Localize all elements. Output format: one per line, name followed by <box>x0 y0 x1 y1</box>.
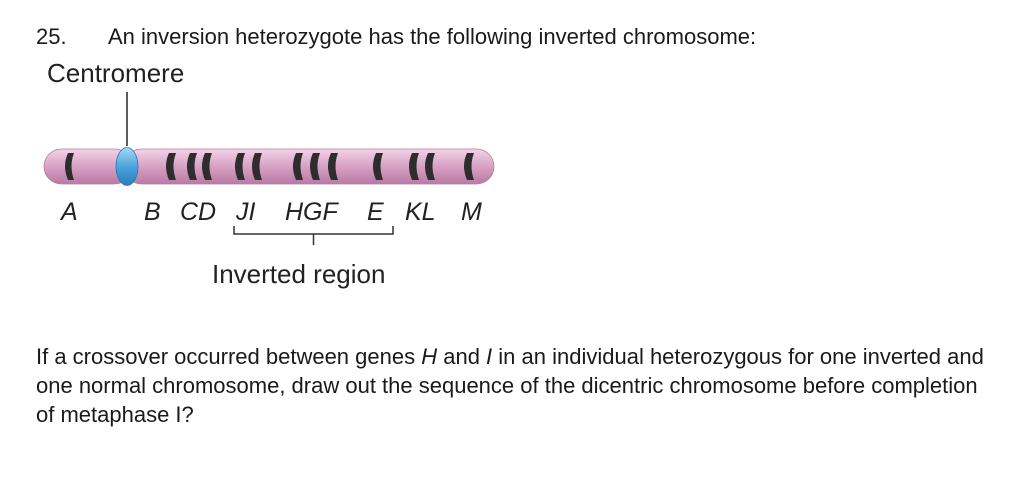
band <box>202 153 212 180</box>
band <box>409 153 419 180</box>
band <box>328 153 338 180</box>
gene-label-cd: CD <box>180 198 217 226</box>
band <box>293 153 303 180</box>
centromere-label: Centromere <box>47 58 185 88</box>
band <box>373 153 383 180</box>
gene-label-ji: JI <box>236 198 256 226</box>
chromosome-bands <box>65 153 474 180</box>
centromere <box>115 147 139 186</box>
followup-text-2: and <box>437 344 487 369</box>
chromosome-long-arm <box>123 148 495 185</box>
band <box>425 153 435 180</box>
followup-text-1: If a crossover occurred between genes <box>36 344 422 369</box>
followup-question: If a crossover occurred between genes H … <box>36 342 996 429</box>
band <box>166 153 176 180</box>
band <box>187 153 197 180</box>
followup-text-3: in an individual heterozygous for one in… <box>36 344 984 427</box>
band <box>235 153 245 180</box>
band <box>252 153 262 180</box>
gene-label-m: M <box>461 198 482 226</box>
gene-label-e: E <box>367 198 384 226</box>
band <box>65 153 74 180</box>
gene-label-kl: KL <box>405 198 436 226</box>
band <box>310 153 320 180</box>
band <box>464 153 474 180</box>
gene-label-b: B <box>144 198 161 226</box>
inverted-region-bracket <box>233 226 394 245</box>
gene-label-hgf: HGF <box>285 198 338 226</box>
chromosome-figure: Centromere <box>0 0 560 310</box>
chromosome-diagram <box>43 92 495 245</box>
question-number: 25. <box>36 24 67 49</box>
inverted-region-label: Inverted region <box>212 259 386 289</box>
gene-i-ref: I <box>486 344 493 369</box>
gene-h-ref: H <box>421 344 438 369</box>
question-stem: An inversion heterozygote has the follow… <box>108 24 757 49</box>
gene-label-a: A <box>61 198 78 226</box>
